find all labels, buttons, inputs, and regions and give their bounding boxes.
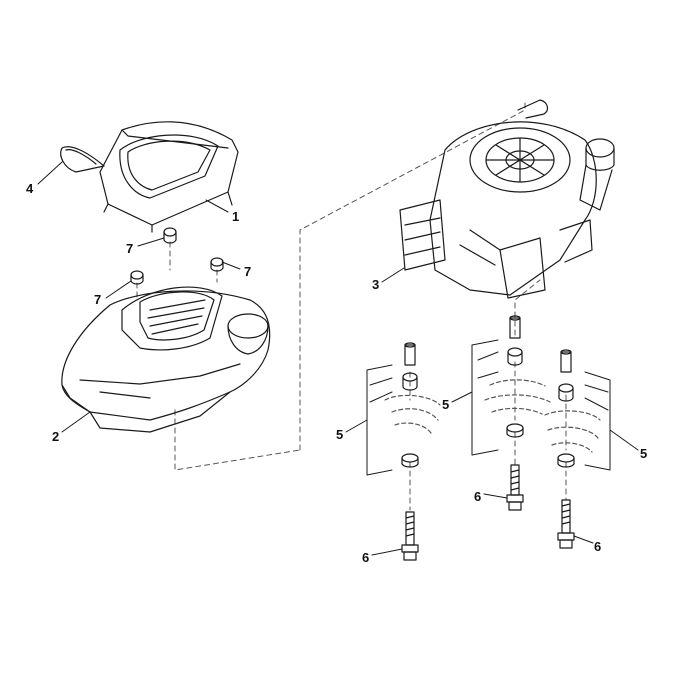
mount-stack-middle	[484, 315, 551, 438]
part-3-engine	[399, 99, 615, 299]
callout-5-left: 5	[336, 427, 344, 442]
mount-stack-left	[384, 342, 441, 468]
part-7-nuts	[130, 227, 224, 285]
callout-2: 2	[52, 429, 60, 444]
dashed-guide-lines	[136, 99, 567, 511]
bolt-right	[557, 499, 575, 549]
nut-upper	[163, 227, 177, 244]
bolt-middle	[506, 464, 524, 511]
callout-4: 4	[26, 181, 34, 196]
callout-5-middle: 5	[442, 397, 450, 412]
callout-1: 1	[232, 209, 240, 224]
nut-left	[130, 270, 144, 285]
bolt-left	[401, 511, 419, 561]
leader-lines	[37, 161, 639, 556]
part-6-bolts	[401, 464, 575, 561]
part-5-mount-groups	[366, 315, 611, 476]
callout-7-left: 7	[94, 292, 102, 307]
part-1-top-cover	[99, 121, 239, 233]
callout-6-left: 6	[362, 550, 370, 565]
callout-6-middle: 6	[474, 489, 482, 504]
part-2-engine-hood	[61, 286, 271, 433]
callout-6-right: 6	[594, 539, 602, 554]
part-4-flap-cover	[60, 146, 105, 173]
callout-3: 3	[372, 277, 380, 292]
callout-7-right: 7	[244, 264, 252, 279]
mount-stack-right	[544, 349, 601, 468]
callout-7-upper: 7	[126, 241, 134, 256]
callout-5-right: 5	[640, 446, 648, 461]
nut-right	[210, 257, 224, 272]
